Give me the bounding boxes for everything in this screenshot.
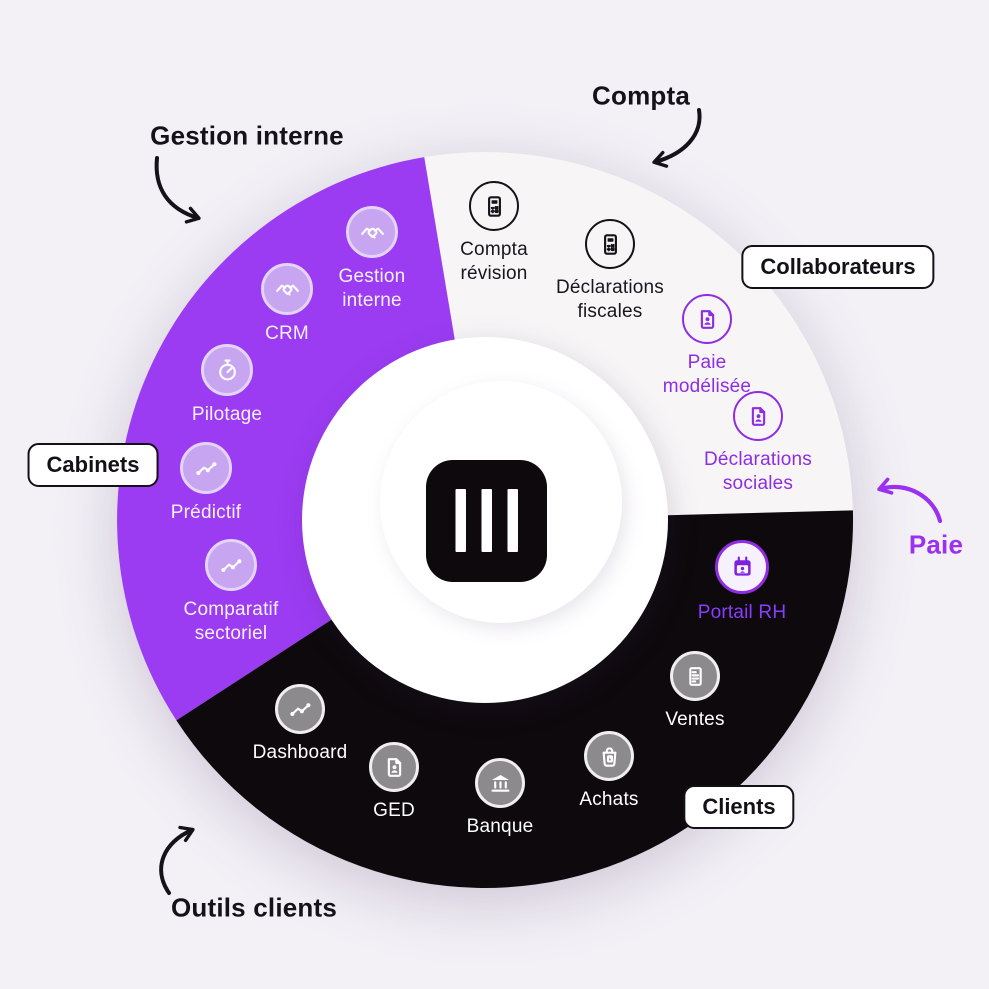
wheel-item-dashboard: Dashboard — [210, 684, 390, 765]
payslip-icon — [733, 391, 783, 441]
clients-badge: Clients — [683, 785, 795, 829]
trend-icon — [180, 442, 232, 494]
wheel-item-label: Prédictif — [170, 502, 242, 523]
wheel-item-portail-rh: Portail RH — [652, 540, 832, 625]
wheel-item-label: Pilotage — [191, 404, 263, 425]
wheel-item-label: Dashboard — [252, 742, 348, 763]
cabinets-badge: Cabinets — [27, 443, 159, 487]
gestion-interne-annotation: Gestion interne — [150, 120, 344, 151]
wheel-item-label: Banque — [466, 816, 534, 837]
payslip-icon — [682, 294, 732, 344]
wheel-item-label: CRM — [265, 323, 309, 344]
wheel-item-label: Ventes — [665, 709, 725, 730]
handshake-icon — [346, 206, 398, 258]
wheel-item-label: Achats — [579, 789, 639, 810]
wheel-item-achats: Achats — [519, 731, 699, 812]
invoice-icon — [670, 651, 720, 701]
compta-arrow — [652, 108, 702, 168]
wheel-item-label: Portail RH — [697, 602, 787, 623]
wheel-item-ventes: Ventes — [605, 651, 785, 732]
wheel-item-crm: CRM — [197, 263, 377, 346]
wheel-item-banque: Banque — [410, 758, 590, 839]
bank-icon — [475, 758, 525, 808]
wheel-item-pilotage: Pilotage — [137, 344, 317, 427]
gestion-interne-arrow — [154, 156, 201, 224]
calculator-icon — [585, 219, 635, 269]
shopping-bag-icon — [584, 731, 634, 781]
trend-icon — [275, 684, 325, 734]
wheel-item-predictif: Prédictif — [116, 442, 296, 525]
wheel-item-label: GED — [373, 800, 415, 821]
paie-annotation: Paie — [908, 529, 964, 560]
outils-clients-annotation: Outils clients — [170, 892, 338, 923]
handshake-icon — [261, 263, 313, 315]
collaborateurs-badge: Collaborateurs — [741, 245, 935, 289]
trend-icon — [205, 539, 257, 591]
outils-clients-arrow — [159, 825, 195, 895]
calculator-icon — [469, 181, 519, 231]
stopwatch-icon — [201, 344, 253, 396]
calendar-user-icon — [715, 540, 769, 594]
document-user-icon — [369, 742, 419, 792]
wheel-item-ged: GED — [304, 742, 484, 823]
center-logo — [426, 460, 547, 582]
paie-arrow — [877, 477, 943, 524]
compta-annotation: Compta — [592, 80, 690, 111]
annotation-arrows — [154, 108, 943, 895]
